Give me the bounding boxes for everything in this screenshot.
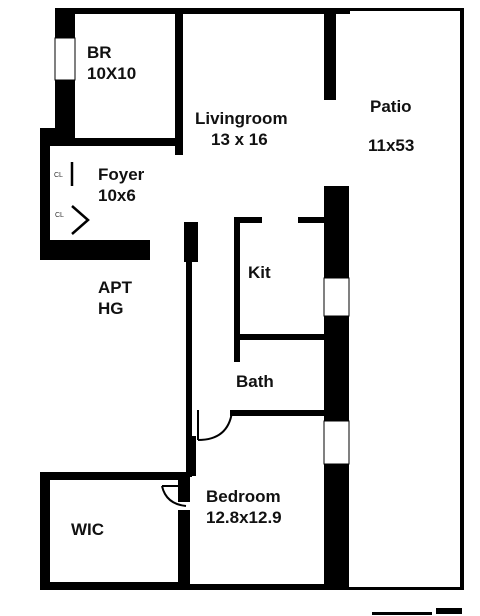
doors [70,162,233,507]
walls [40,8,462,615]
room-livingroom-name: Livingroom [195,109,288,128]
room-br-size: 10X10 [87,64,137,83]
windows [54,37,350,465]
room-bedroom-name: Bedroom [206,487,281,506]
room-foyer-name: Foyer [98,165,145,184]
room-bedroom: Bedroom 12.8x12.9 [206,486,282,528]
room-foyer: Foyer 10x6 [98,164,144,206]
room-wic-name: WIC [71,520,105,539]
window-br [54,37,76,81]
window-bedroom [323,420,350,465]
room-patio-size: 11x53 [368,136,415,155]
closet-label-upper: CL [54,172,63,179]
room-patio-name: Patio [370,97,412,116]
room-bath: Bath [236,371,274,392]
window-kit [323,277,350,317]
room-livingroom-size: 13 x 16 [211,130,268,149]
room-livingroom: Livingroom 13 x 16 [195,108,288,150]
bedroom-door [161,485,187,507]
room-bedroom-size: 12.8x12.9 [206,508,282,527]
room-wic: WIC [71,519,104,540]
apt-label: APT HG [98,277,132,319]
patio-outline [346,8,464,590]
apt-name: APT [98,278,132,297]
room-br-name: BR [87,43,112,62]
bath-door [197,410,233,441]
room-patio: Patio 11x53 [368,96,414,156]
room-bath-name: Bath [236,372,274,391]
closet-label-lower: CL [55,212,64,219]
closet-doors [70,162,90,235]
room-kit: Kit [248,262,271,283]
room-kit-name: Kit [248,263,271,282]
room-foyer-size: 10x6 [98,186,136,205]
apt-unit: HG [98,299,124,318]
room-br: BR 10X10 [87,42,136,84]
